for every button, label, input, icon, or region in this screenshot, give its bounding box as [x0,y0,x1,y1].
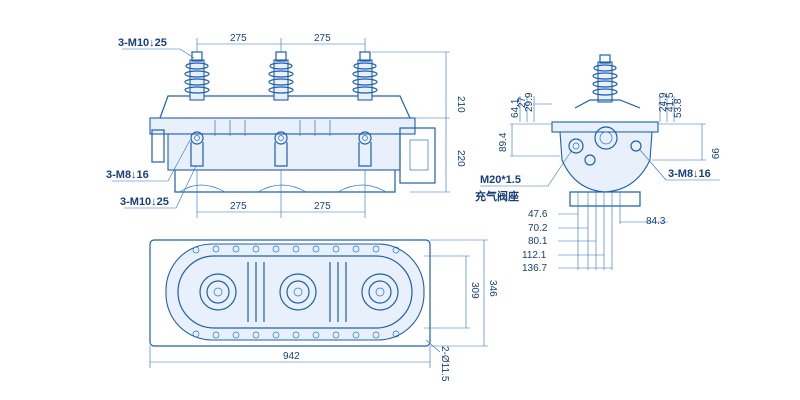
holes-leader [425,339,441,353]
plan-view: 942 309 346 2-Ø11.5 [149,239,498,382]
side-port-lower [584,154,596,166]
base-arcs [179,184,387,193]
side-dim-4: 24.9 [658,92,669,112]
body-base [174,170,396,193]
side-dim-left: 89.4 [498,132,509,152]
valve-name: 充气阀座 [475,189,519,203]
plan-terminal-2 [279,273,317,311]
side-port-large [594,126,618,150]
side-dim-b5: 136.7 [522,263,547,274]
side-mechanism-inner [409,139,429,171]
side-right-dim [652,123,706,161]
bushing-2 [268,51,294,101]
side-mechanism [399,127,436,184]
height-dims [372,51,450,193]
pitch-bottom-2: 275 [314,201,331,212]
plan-inner [177,255,413,329]
front-terminal-1 [190,131,204,167]
thread-leader-bottom [124,165,197,209]
side-bushing [592,54,618,103]
plan-barriers [247,262,347,322]
thread-leader-side [112,139,191,182]
side-dim-b2: 70.2 [528,223,548,234]
side-dim-1: 64.1 [510,98,521,118]
front-view: 275 275 275 275 210 220 3-M10↓25 3-M8↓16… [106,33,466,218]
thread-label-top: 3-M10↓25 [118,37,167,49]
side-bottom-dims [558,213,612,269]
side-dim-b4: 112.1 [522,250,547,261]
side-left-dim [510,123,560,157]
plan-outer [149,239,431,347]
side-dim-b3: 80.1 [528,236,548,247]
pitch-top-2: 275 [314,33,331,44]
plan-width: 942 [283,351,300,362]
bushing-3 [352,51,378,101]
flange-ribs [214,120,331,136]
plan-bolts [192,245,400,339]
bushing-1 [184,51,210,101]
front-body [167,133,401,171]
valve-thread: M20*1.5 [480,174,521,186]
plan-body [165,243,425,341]
thread-leader-top [122,48,195,59]
thread-label-bottom: 3-M10↓25 [120,196,169,208]
side-thread-leader [639,149,720,181]
side-dim-5: 41.5 [665,92,676,112]
left-bracket [151,129,165,163]
side-top [574,99,641,109]
side-dim-6: 53.8 [673,98,684,118]
side-thread-label: 3-M8↓16 [668,168,711,180]
side-top-dims-left [519,96,552,122]
plan-terminal-1 [199,273,237,311]
side-port-small [630,140,642,152]
front-terminal-2 [274,131,288,167]
side-dim-2: 27 [517,96,528,108]
side-dim-right: 99 [709,148,720,160]
thread-label-side: 3-M8↓16 [106,169,149,181]
valve-seat [568,138,584,154]
pitch-bottom-1: 275 [230,201,247,212]
pitch-top-1: 275 [230,33,247,44]
side-dim-b1: 47.6 [528,209,548,220]
valve-leader [480,149,573,187]
side-dim-bottom-right: 84.3 [646,216,666,227]
side-bottom-extensions [577,192,621,270]
plan-width-dim [149,346,431,368]
side-view: 64.1 27 29.9 24.9 41.5 53.8 89.4 99 3-M8… [475,54,720,274]
pitch-bottom-dim [196,170,366,218]
side-dim-3: 29.9 [524,92,535,112]
height-upper: 210 [455,96,466,113]
plan-height-outer: 346 [487,280,498,297]
plan-terminal-3 [361,273,399,311]
side-top-dims-right [658,96,675,122]
side-base [569,191,641,207]
front-terminal-3 [358,131,372,167]
pitch-top-dim [196,38,366,52]
plan-holes: 2-Ø11.5 [439,346,450,382]
plan-height-dims [424,239,488,347]
height-lower: 220 [455,150,466,167]
plan-height-inner: 309 [469,282,480,299]
